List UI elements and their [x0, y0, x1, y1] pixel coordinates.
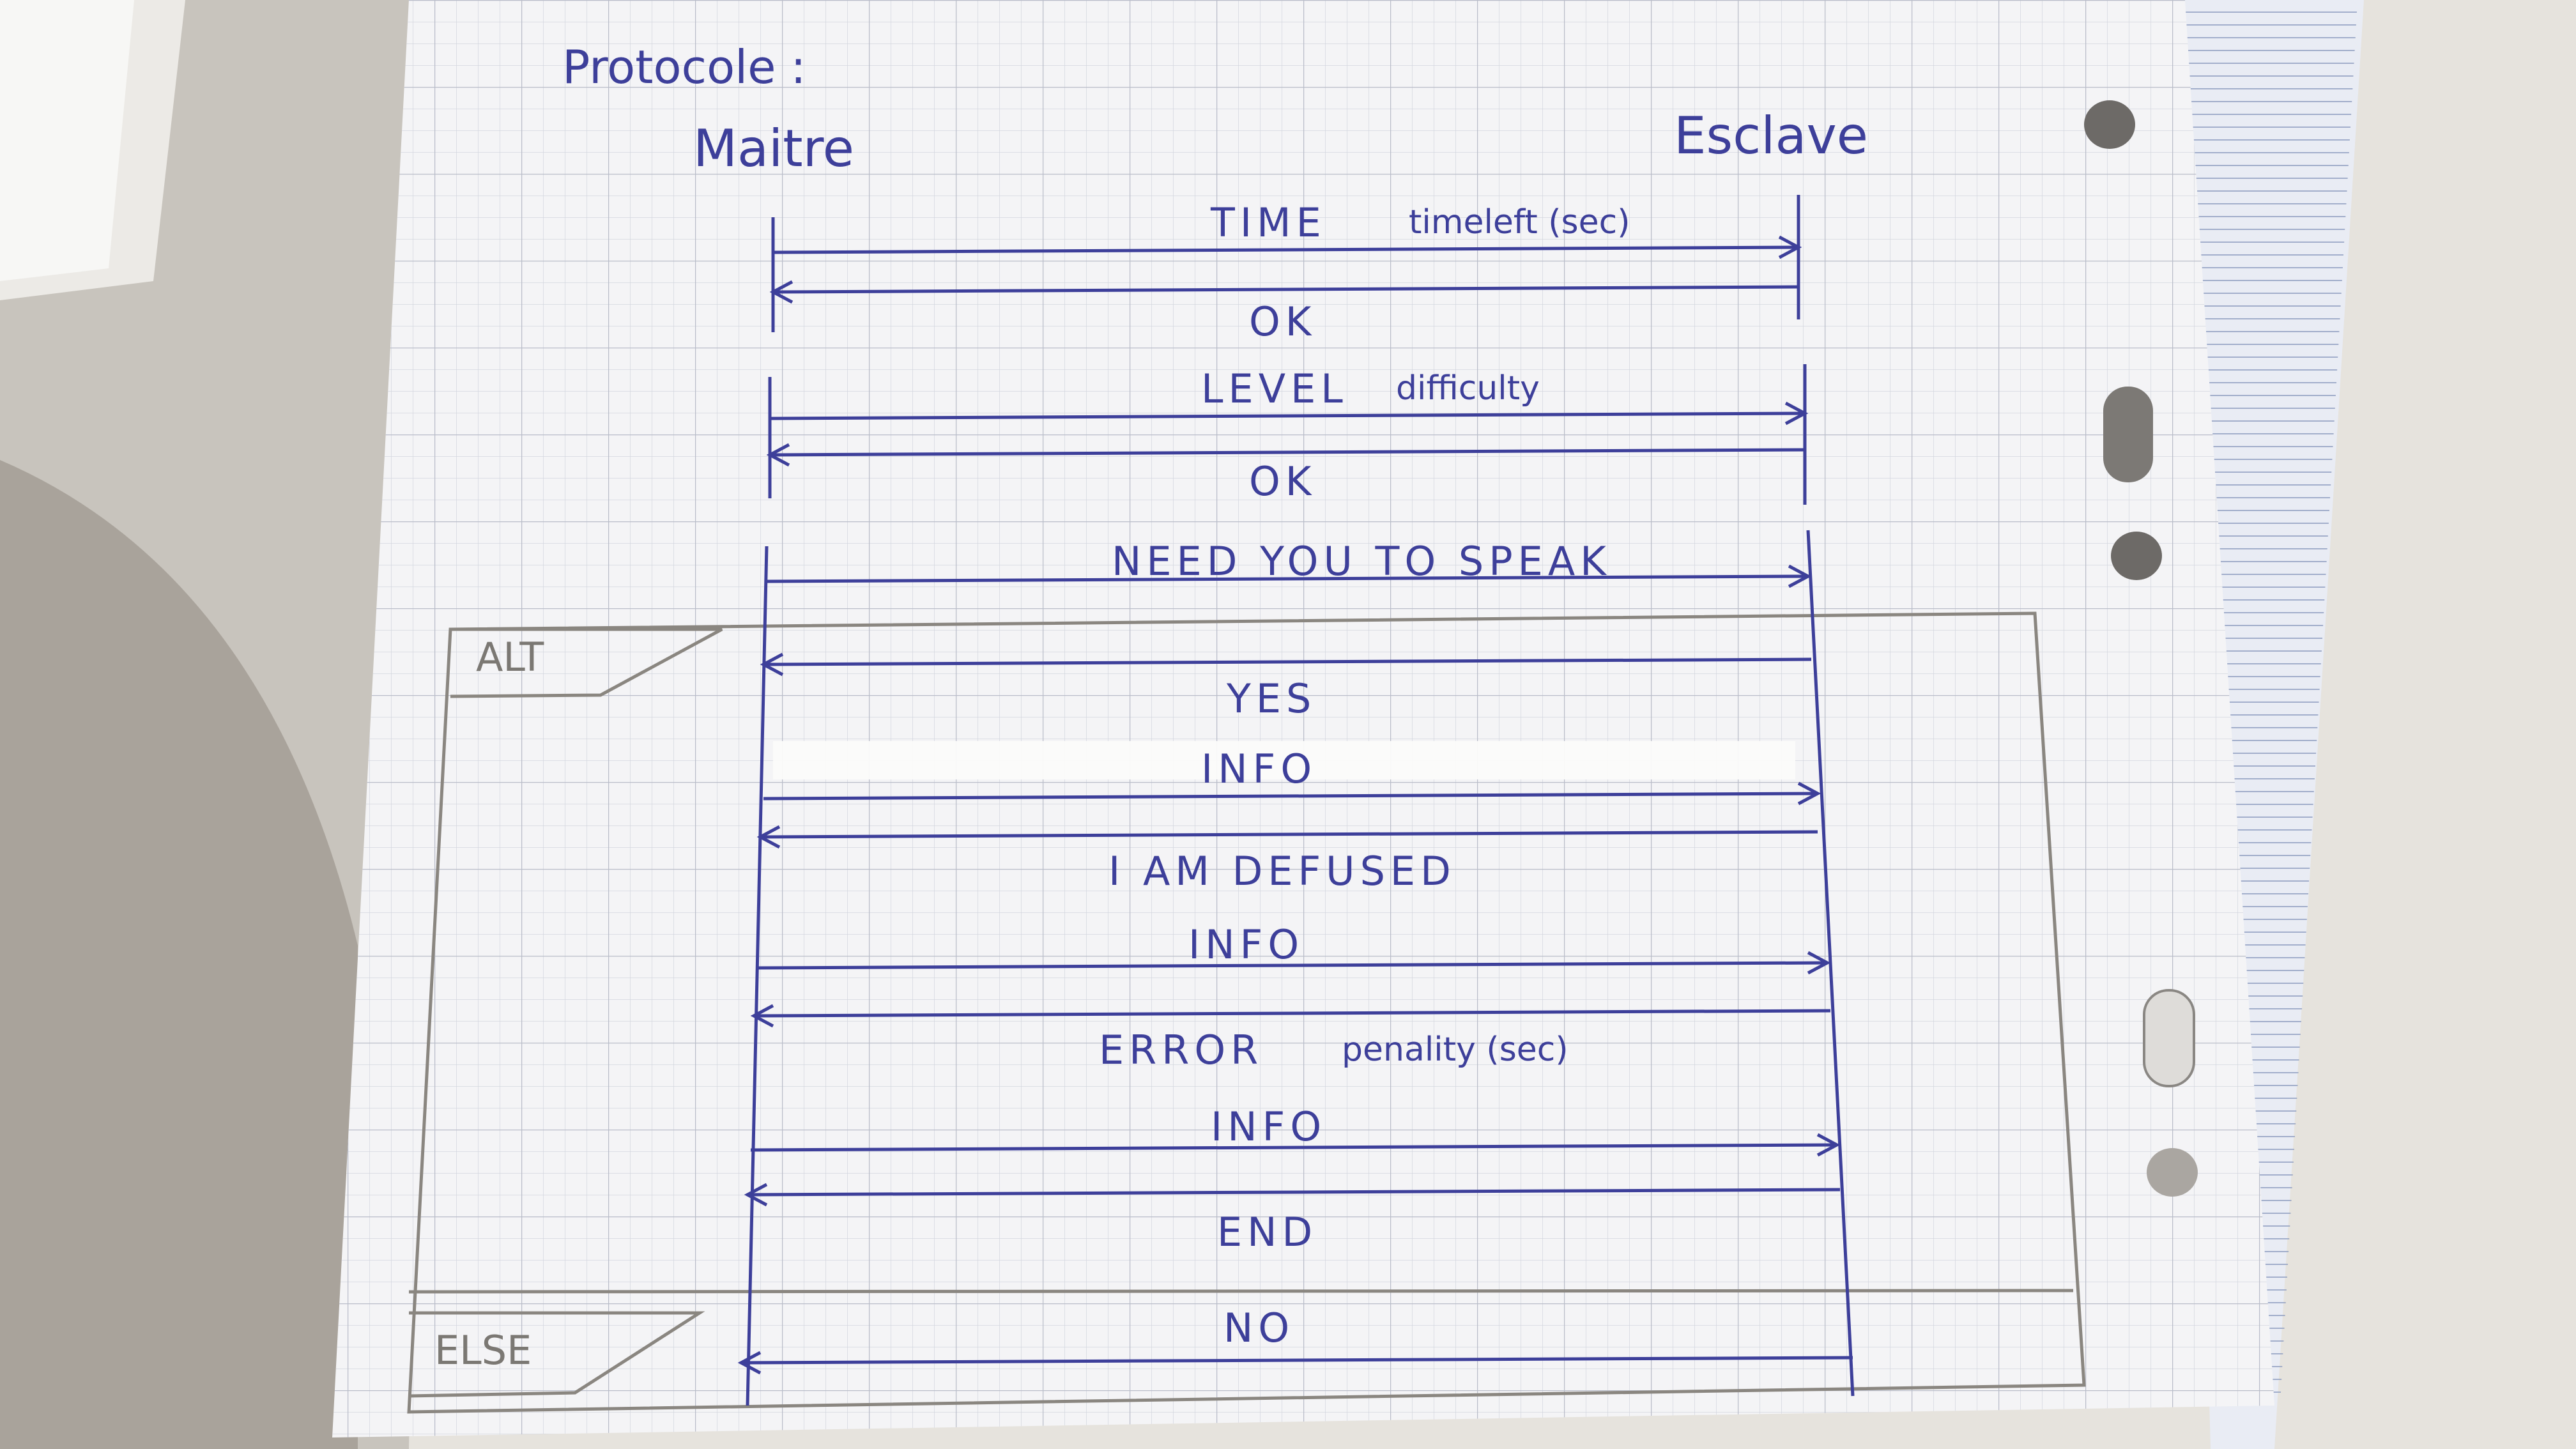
- arrow-head: [737, 1351, 762, 1375]
- arrow-head: [750, 1004, 774, 1028]
- message-label: NEED YOU TO SPEAK: [1112, 538, 1611, 585]
- else-label: ELSE: [434, 1327, 532, 1374]
- message-arrow: [769, 448, 1805, 457]
- message-label: OK: [1249, 458, 1316, 505]
- lifelines: [746, 195, 1855, 1406]
- paper-grid: [332, 0, 2274, 1438]
- message-arrow: [763, 792, 1818, 801]
- message-label: END: [1217, 1209, 1317, 1255]
- object-highlight: [0, 0, 134, 281]
- binder-hole: [2143, 989, 2195, 1087]
- arrow-head: [1788, 564, 1812, 588]
- message-arrow: [763, 657, 1812, 666]
- message-arrow: [772, 245, 1799, 254]
- message-parameter: penality (sec): [1342, 1031, 1568, 1069]
- diagram-title: Protocole :: [562, 40, 806, 94]
- message-label: YES: [1226, 675, 1316, 722]
- binder-hole: [2111, 532, 2162, 580]
- arrow-head: [769, 280, 793, 304]
- participant-right-label: Esclave: [1674, 106, 1868, 165]
- binder-hole: [2084, 100, 2135, 149]
- lifeline-esclave: [1806, 530, 1855, 1397]
- message-arrow: [750, 1143, 1837, 1152]
- message-label: OK: [1249, 298, 1316, 345]
- message-parameter: difficulty: [1396, 369, 1540, 408]
- arrow-head: [1807, 951, 1831, 975]
- alt-fragment: [407, 611, 2086, 1414]
- arrow-head: [756, 825, 781, 849]
- correction-strip: [773, 741, 1795, 779]
- message-arrow: [747, 1188, 1841, 1197]
- arrow-head: [1778, 235, 1802, 259]
- message-arrow: [740, 1356, 1853, 1365]
- arrow-head: [1784, 401, 1809, 425]
- message-arrow: [753, 1009, 1831, 1018]
- message-label: INFO: [1188, 921, 1304, 968]
- message-label: INFO: [1201, 746, 1317, 792]
- binder-hole: [2147, 1148, 2198, 1197]
- message-arrows: [737, 235, 1853, 1375]
- message-label: I AM DEFUSED: [1108, 848, 1456, 894]
- message-arrow: [760, 830, 1818, 839]
- message-label: ERROR: [1099, 1027, 1263, 1073]
- lifeline-maitre: [746, 546, 769, 1406]
- alt-label: ALT: [476, 634, 544, 680]
- message-arrow: [769, 411, 1805, 420]
- message-label: TIME: [1210, 199, 1326, 246]
- binder-hole: [2103, 387, 2153, 482]
- message-arrow: [772, 285, 1799, 294]
- participant-left-label: Maitre: [693, 119, 854, 178]
- message-arrow: [766, 574, 1809, 583]
- arrow-head: [744, 1183, 768, 1207]
- arrow-head: [1816, 1133, 1841, 1157]
- arrow-head: [1797, 781, 1821, 806]
- message-parameter: timeleft (sec): [1409, 203, 1630, 241]
- message-label: INFO: [1211, 1103, 1326, 1150]
- table-edge: [0, 460, 358, 1449]
- message-arrow: [756, 961, 1828, 970]
- arrow-head: [760, 652, 784, 677]
- message-label: NO: [1223, 1305, 1294, 1351]
- arrow-head: [766, 443, 790, 467]
- message-label: LEVEL: [1201, 365, 1348, 412]
